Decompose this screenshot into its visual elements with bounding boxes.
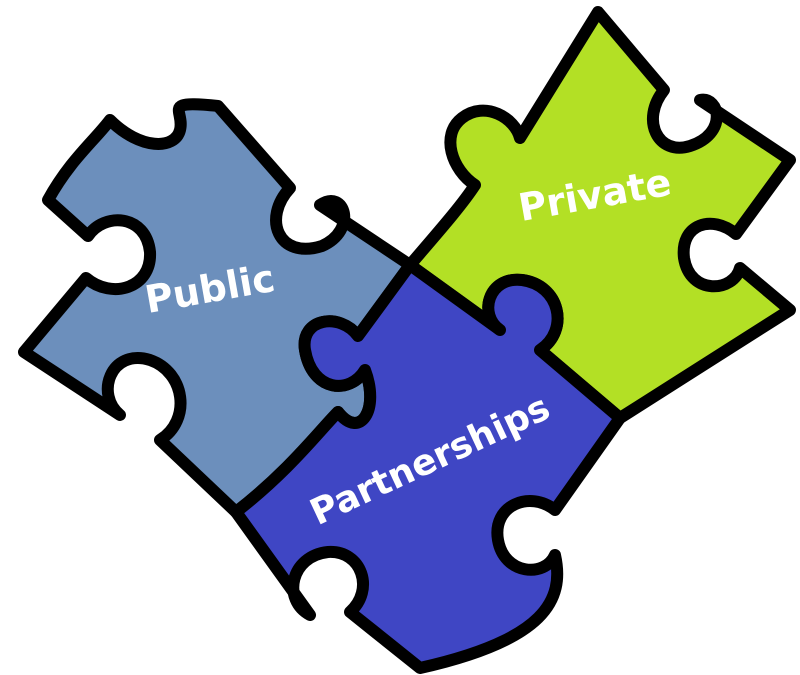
puzzle-piece-partnerships-shape [230, 259, 626, 674]
puzzle-piece-partnerships: Partnerships [230, 259, 626, 674]
